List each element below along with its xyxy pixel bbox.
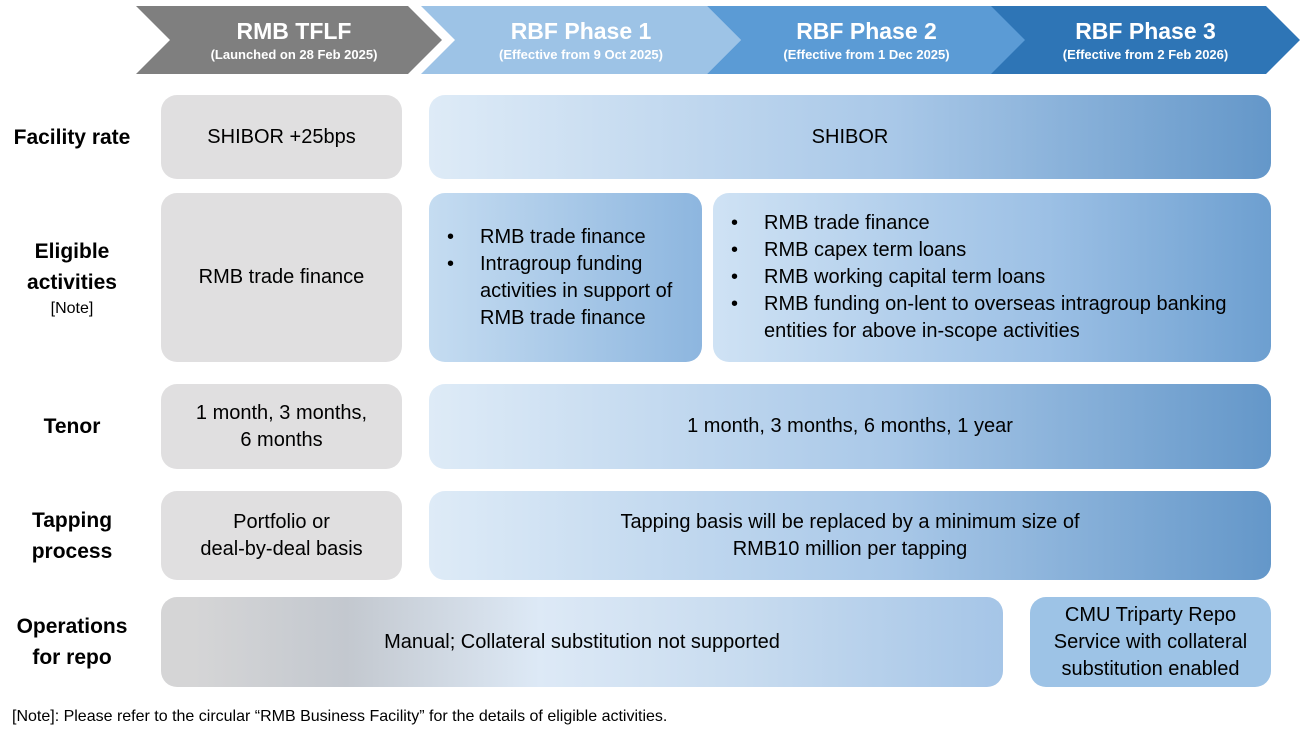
tenor-rbf-cell: 1 month, 3 months, 6 months, 1 year: [429, 384, 1271, 469]
list-item: RMB trade finance: [729, 210, 1259, 237]
phase-subtitle: (Launched on 28 Feb 2025): [210, 46, 378, 62]
phase-title: RBF Phase 1: [510, 17, 652, 44]
row-label-line: Eligible: [34, 239, 110, 263]
facility-rate-tflf-cell: SHIBOR +25bps: [161, 95, 402, 179]
cell-text-line: RMB10 million per tapping: [732, 537, 968, 560]
list-item: RMB capex term loans: [729, 237, 1259, 264]
cell-text-line: substitution enabled: [1061, 657, 1240, 680]
cell-text-line: 1 month, 3 months,: [195, 401, 368, 424]
row-label-text: Facility rate: [13, 125, 131, 149]
row-label-tenor: Tenor: [6, 384, 138, 469]
list-item: RMB funding on-lent to overseas intragro…: [729, 291, 1259, 345]
phase-title: RBF Phase 3: [1075, 17, 1216, 44]
row-label-operations-for-repo: Operations for repo: [6, 597, 138, 687]
list-item: Intragroup funding activities in support…: [445, 251, 694, 332]
operations-phase3-cell: CMU Triparty Repo Service with collatera…: [1030, 597, 1271, 687]
cell-text: Manual; Collateral substitution not supp…: [384, 630, 780, 653]
row-label-facility-rate: Facility rate: [6, 95, 138, 179]
phase-subtitle: (Effective from 9 Oct 2025): [498, 46, 663, 62]
cell-text: SHIBOR +25bps: [207, 125, 356, 148]
row-label-line: Tapping: [31, 508, 113, 532]
tenor-tflf-cell: 1 month, 3 months, 6 months: [161, 384, 402, 469]
row-label-eligible-activities: Eligible activities [Note]: [6, 193, 138, 362]
phase-subtitle: (Effective from 2 Feb 2026): [1062, 46, 1229, 62]
tapping-process-tflf-cell: Portfolio or deal-by-deal basis: [161, 491, 402, 580]
row-label-line: activities: [27, 270, 117, 294]
phase1-activity-list: RMB trade finance Intragroup funding act…: [445, 224, 694, 332]
cell-text-line: deal-by-deal basis: [200, 537, 363, 560]
row-label-tapping-process: Tapping process: [6, 491, 138, 580]
phase-header-rmb-tflf: RMB TFLF (Launched on 28 Feb 2025): [136, 6, 442, 74]
cell-text-line: 6 months: [240, 428, 323, 451]
eligible-activities-tflf-cell: RMB trade finance: [161, 193, 402, 362]
cell-text-line: CMU Triparty Repo: [1064, 603, 1237, 626]
row-label-line: process: [31, 539, 113, 563]
eligible-activities-phase1-cell: RMB trade finance Intragroup funding act…: [429, 193, 702, 362]
facility-rate-rbf-cell: SHIBOR: [429, 95, 1271, 179]
phase-header-rbf-phase-3: RBF Phase 3 (Effective from 2 Feb 2026): [991, 6, 1300, 74]
row-label-text: Tenor: [43, 415, 101, 438]
phase-header-rbf-phase-2: RBF Phase 2 (Effective from 1 Dec 2025): [707, 6, 1026, 74]
phase-subtitle: (Effective from 1 Dec 2025): [783, 46, 950, 62]
cell-text: RMB trade finance: [198, 266, 365, 288]
phase-title: RBF Phase 2: [796, 17, 937, 44]
row-label-line: for repo: [32, 646, 112, 669]
cell-text-line: Portfolio or: [233, 510, 330, 533]
eligible-activities-phase2-cell: RMB trade finance RMB capex term loans R…: [713, 193, 1271, 362]
row-label-note: [Note]: [50, 299, 94, 317]
cell-text-line: Service with collateral: [1053, 630, 1248, 653]
phase2-activity-list: RMB trade finance RMB capex term loans R…: [729, 210, 1259, 345]
list-item: RMB trade finance: [445, 224, 694, 251]
footnote: [Note]: Please refer to the circular “RM…: [12, 708, 668, 725]
cell-text-line: Tapping basis will be replaced by a mini…: [620, 510, 1080, 533]
phase-header-rbf-phase-1: RBF Phase 1 (Effective from 9 Oct 2025): [421, 6, 741, 74]
list-item: RMB working capital term loans: [729, 264, 1259, 291]
cell-text: 1 month, 3 months, 6 months, 1 year: [687, 415, 1013, 437]
row-label-line: Operations: [16, 615, 128, 638]
phase-title: RMB TFLF: [236, 17, 352, 44]
tapping-process-rbf-cell: Tapping basis will be replaced by a mini…: [429, 491, 1271, 580]
operations-manual-cell: Manual; Collateral substitution not supp…: [161, 597, 1003, 687]
cell-text: SHIBOR: [811, 125, 889, 148]
